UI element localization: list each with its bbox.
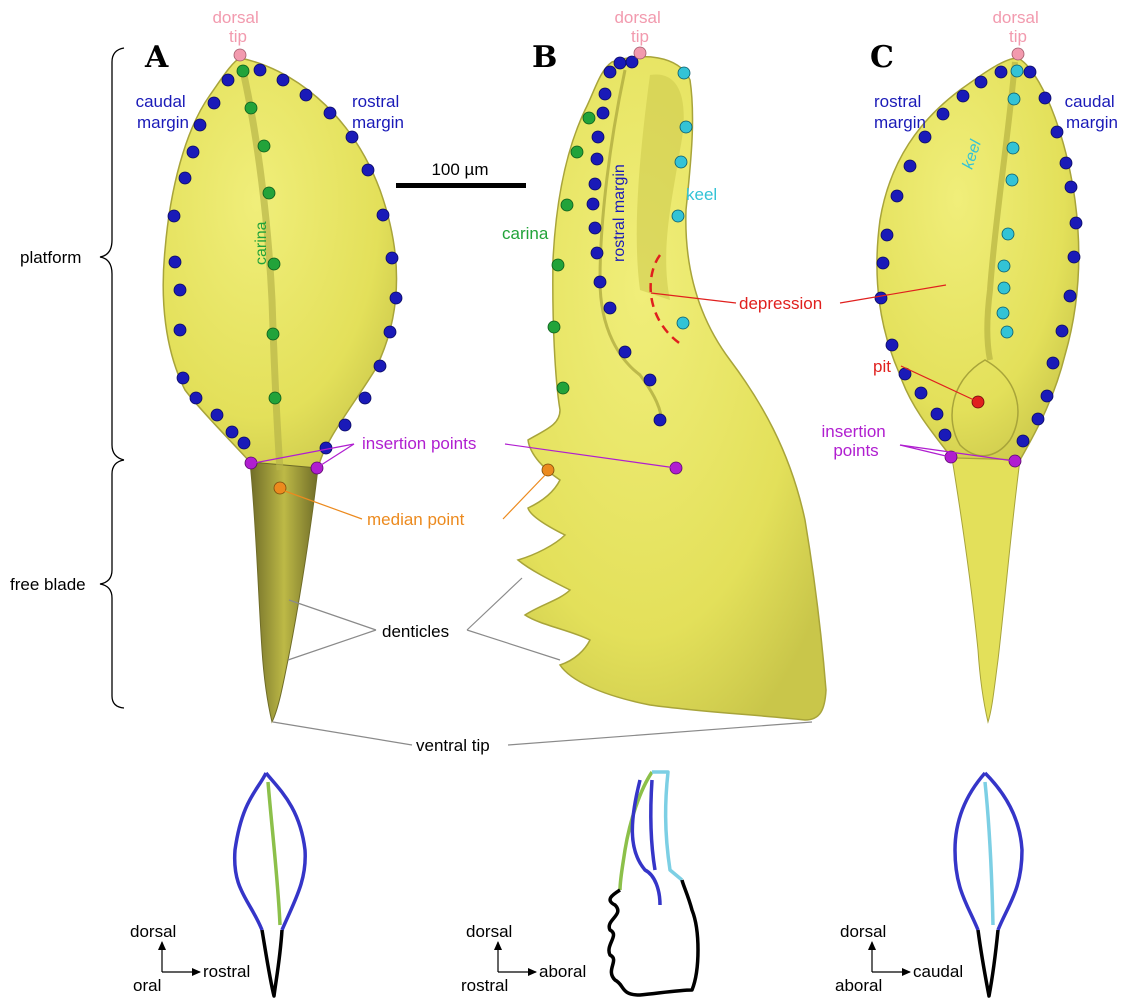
scale-bar — [396, 183, 526, 188]
axis-c-right: caudal — [913, 962, 963, 981]
pit-landmark-c — [972, 396, 984, 408]
insertion-points-label-c: insertion points — [822, 422, 891, 460]
rostral-margin-label-a: rostral margin — [352, 92, 404, 132]
dorsal-tip-landmark-c — [1012, 48, 1024, 60]
panel-label-b: B — [532, 40, 557, 75]
outline-b — [609, 772, 698, 995]
pit-label: pit — [873, 357, 891, 376]
axis-a-origin: oral — [133, 976, 161, 995]
panel-c: C dorsal tip rostral margin caudal margi… — [870, 8, 1119, 722]
carina-label-b: carina — [502, 224, 549, 243]
bracket-platform — [100, 48, 124, 460]
axis-b-origin: rostral — [461, 976, 508, 995]
axis-b-up: dorsal — [466, 922, 512, 941]
panel-a: A dorsal tip caudal margin rostral margi… — [136, 8, 404, 722]
median-point-label: median point — [367, 510, 465, 529]
scale-bar-label: 100 µm — [431, 160, 488, 179]
axis-a-up: dorsal — [130, 922, 176, 941]
platform-label: platform — [20, 248, 81, 267]
axis-c-up: dorsal — [840, 922, 886, 941]
dorsal-tip-landmark-b — [634, 47, 646, 59]
outline-c — [955, 773, 1022, 996]
rostral-margin-label-c: rostral margin — [874, 92, 926, 132]
element-c-blade — [952, 458, 1020, 722]
carina-label-a: carina — [253, 221, 270, 265]
panel-label-c: C — [870, 40, 894, 75]
denticles-label: denticles — [382, 622, 449, 641]
ventral-tip-label: ventral tip — [416, 736, 490, 755]
median-point-b — [542, 464, 554, 476]
insertion-point-a-right — [311, 462, 323, 474]
dorsal-tip-landmark-a — [234, 49, 246, 61]
caudal-margin-label-c: caudal margin — [1065, 92, 1120, 132]
insertion-points-label: insertion points — [362, 434, 476, 453]
median-point-a — [274, 482, 286, 494]
rostral-margin-label-b: rostral margin — [611, 164, 628, 262]
axes-b — [498, 942, 536, 972]
caudal-margin-label-a: caudal margin — [136, 92, 191, 132]
panel-label-a: A — [144, 40, 169, 75]
dorsal-tip-label-a: dorsal tip — [212, 8, 263, 46]
bracket-free-blade — [100, 460, 124, 708]
axes-a — [162, 942, 200, 972]
element-a-blade — [250, 462, 318, 722]
axis-c-origin: aboral — [835, 976, 882, 995]
panel-b: B dorsal tip carina rostral margin keel — [502, 8, 826, 720]
axis-a-right: rostral — [203, 962, 250, 981]
axis-b-right: aboral — [539, 962, 586, 981]
keel-label-b: keel — [686, 185, 717, 204]
dorsal-tip-label-c: dorsal tip — [992, 8, 1043, 46]
free-blade-label: free blade — [10, 575, 86, 594]
dorsal-tip-label-b: dorsal tip — [614, 8, 665, 46]
axes-c — [872, 942, 910, 972]
depression-label: depression — [739, 294, 822, 313]
